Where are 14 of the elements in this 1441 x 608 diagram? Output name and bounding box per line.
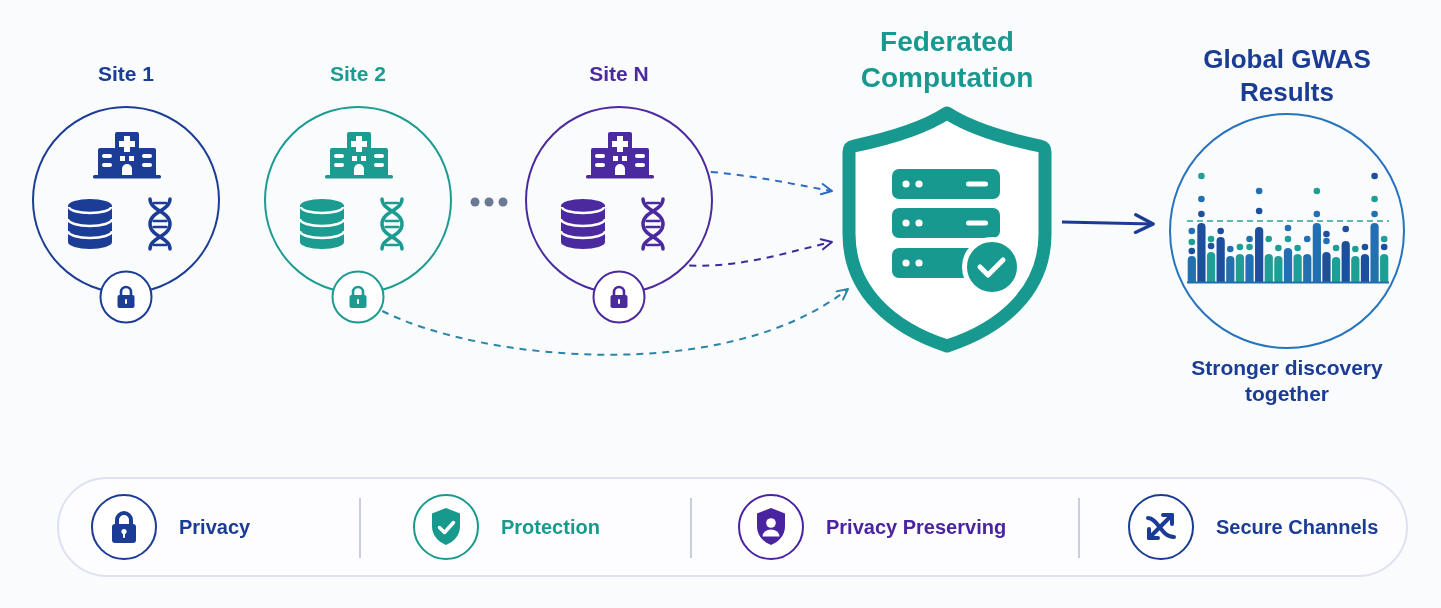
- site-label: Site 1: [98, 61, 154, 87]
- dashed-arrow: [709, 170, 833, 196]
- results-heading: Global GWAS Results: [1202, 43, 1372, 109]
- dashed-arrow: [381, 288, 849, 356]
- computation-heading: Federated Computation: [859, 25, 1035, 95]
- legend-label: Privacy Preserving: [826, 515, 1007, 539]
- arrow: [1061, 213, 1155, 235]
- results-caption: Stronger discovery together: [1190, 355, 1384, 407]
- legend-label: Privacy: [179, 515, 251, 539]
- legend-label: Protection: [501, 515, 600, 539]
- site-label: Site N: [589, 61, 649, 87]
- legend-label: Secure Channels: [1216, 515, 1379, 539]
- site-label: Site 2: [330, 61, 386, 87]
- dashed-arrow: [688, 238, 833, 267]
